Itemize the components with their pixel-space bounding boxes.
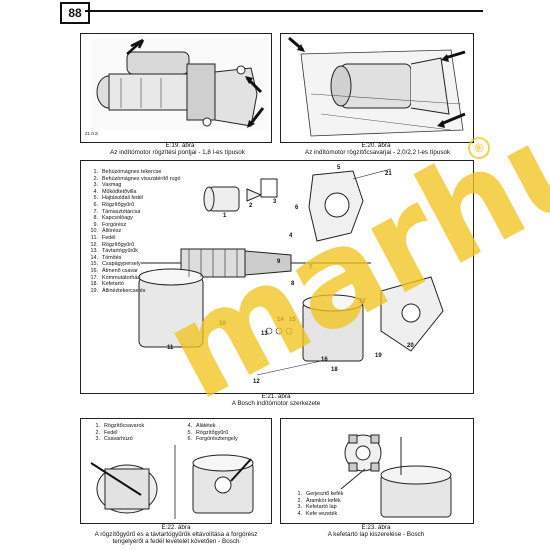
callout-label: 2 bbox=[249, 203, 253, 209]
callout-label: 18 bbox=[331, 367, 338, 373]
figure-20-panel bbox=[280, 33, 474, 143]
callout-label: 1 bbox=[223, 213, 227, 219]
legend-row: 2.Fedél bbox=[95, 429, 118, 436]
brush-plate-removal-illustration bbox=[340, 434, 452, 518]
legend-row: 11.Fedél bbox=[90, 234, 116, 241]
figure-22-caption-text-2: tengelyéről a fedél levételét követően -… bbox=[112, 538, 240, 545]
figure-20-caption-text: Az indítómotor rögzítőcsavarjai - 2,0/2,… bbox=[304, 149, 451, 156]
legend-row: 5.Hajtásoldali fedél bbox=[93, 195, 144, 202]
legend-row: 8.Kapcsolóagy bbox=[93, 215, 133, 222]
callout-label: 5 bbox=[337, 165, 341, 171]
legend-row: 2.Behúzómágnes visszatérítő rugó bbox=[93, 175, 181, 182]
legend-row: 1.Behúzómágnes tekercse bbox=[93, 169, 162, 175]
legend-row: 3.Kefetartó lap bbox=[297, 504, 337, 511]
bosch-starter-exploded-view bbox=[138, 168, 444, 376]
legend-row: 13.Távtartógyűrűk bbox=[90, 248, 138, 255]
figure-23-panel: 1.Gerjesztő kefék 2.Áramkör kefék 3.Kefe… bbox=[280, 418, 474, 524]
callout-label: 13 bbox=[261, 331, 268, 337]
callout-label: 17 bbox=[359, 299, 366, 305]
legend-row: 10.Állórész bbox=[90, 228, 122, 235]
callout-label: 15 bbox=[289, 317, 296, 323]
legend-row: 14.Tömítés bbox=[90, 254, 122, 261]
callout-label: 11 bbox=[167, 345, 174, 351]
callout-label: 14 bbox=[277, 317, 284, 323]
figure-20-caption-title: E:20. ábra bbox=[361, 142, 391, 149]
page-number: 88 bbox=[60, 2, 90, 24]
legend-row: 5.Rögzítőgyűrű bbox=[187, 429, 229, 436]
legend-row: 1.Gerjesztő kefék bbox=[297, 491, 344, 497]
figure-19-panel: 21.0.S bbox=[80, 33, 272, 143]
legend-row: 15.Csapágypersely bbox=[90, 261, 141, 268]
header-rule bbox=[85, 10, 483, 12]
callout-label: 16 bbox=[321, 357, 328, 363]
callout-label: 12 bbox=[253, 379, 260, 385]
callout-label: 4 bbox=[289, 233, 293, 239]
callout-label: 9 bbox=[277, 259, 281, 265]
legend-row: 19.Átlinéztekercselés bbox=[90, 287, 146, 294]
figure-22-legend-left: 1.Rögzítőcsavarok 2.Fedél 3.Csavarhúzó bbox=[89, 423, 145, 443]
legend-row: 3.Csavarhúzó bbox=[95, 436, 133, 443]
figure-21-caption-text: A Bosch indítómotor szerkezete bbox=[231, 400, 321, 407]
figure-21-caption-title: E:21. ábra bbox=[261, 393, 291, 400]
figure-23-legend: 1.Gerjesztő kefék 2.Áramkör kefék 3.Kefe… bbox=[291, 491, 344, 517]
figure-21-panel: 1.Behúzómágnes tekercse 2.Behúzómágnes v… bbox=[80, 160, 474, 394]
callout-label: 19 bbox=[375, 353, 382, 359]
engine-bay-illustration bbox=[288, 36, 466, 137]
legend-row: 16.Átmenő csavar bbox=[90, 267, 138, 274]
legend-row: 18.Kefetartó bbox=[90, 281, 124, 288]
callout-label: 10 bbox=[219, 321, 226, 327]
legend-row: 7.Támasztótárcsa bbox=[93, 208, 141, 215]
figure-19-caption-title: E:19. ábra bbox=[165, 142, 195, 149]
figure-21-legend: 1.Behúzómágnes tekercse 2.Behúzómágnes v… bbox=[87, 169, 181, 294]
legend-row: 6.Forgórésztengely bbox=[187, 436, 238, 443]
figure-22-legend-right: 4.Alátétek 5.Rögzítőgyűrű 6.Forgórészten… bbox=[181, 423, 238, 443]
callout-label: 6 bbox=[295, 205, 299, 211]
legend-row: 4.Kefe vezeték bbox=[297, 510, 338, 517]
legend-row: 6.Rögzítőgyűrű bbox=[93, 201, 135, 208]
figure-19-corner-code: 21.0.S bbox=[85, 131, 99, 136]
callout-label: 21 bbox=[385, 171, 392, 177]
callout-label: 3 bbox=[273, 199, 277, 205]
legend-row: 17.Kommutátorház bbox=[90, 274, 141, 281]
legend-row: 9.Forgórész bbox=[93, 221, 127, 228]
retaining-ring-removal-illustration bbox=[90, 445, 254, 519]
figure-23-caption-title: E:23. ábra bbox=[361, 524, 391, 531]
legend-row: 4.Alátétek bbox=[187, 423, 216, 429]
figure-22-caption-text-1: A rögzítőgyűrű és a távtartógyűrűk eltáv… bbox=[94, 531, 258, 538]
legend-row: 12.Rögzítőgyűrű bbox=[90, 241, 135, 248]
figure-22-caption-title: E:22. ábra bbox=[161, 524, 191, 531]
legend-row: 4.Működtetővilla bbox=[93, 188, 137, 195]
figure-19-caption-text: Az indítómotor rögzítési pontjai - 1,8 l… bbox=[110, 149, 245, 156]
legend-row: 2.Áramkör kefék bbox=[297, 497, 341, 504]
starter-motor-illustration bbox=[91, 38, 269, 130]
legend-row: 1.Rögzítőcsavarok bbox=[95, 423, 145, 429]
legend-row: 3.Vasmag bbox=[93, 182, 122, 189]
callout-label: 8 bbox=[291, 281, 295, 287]
callout-label: 20 bbox=[407, 343, 414, 349]
callout-label: 7 bbox=[309, 265, 313, 271]
figure-22-panel: 1.Rögzítőcsavarok 2.Fedél 3.Csavarhúzó 4… bbox=[80, 418, 272, 524]
figure-23-caption-text: A kefetartó lap kiszerelése - Bosch bbox=[327, 531, 425, 538]
